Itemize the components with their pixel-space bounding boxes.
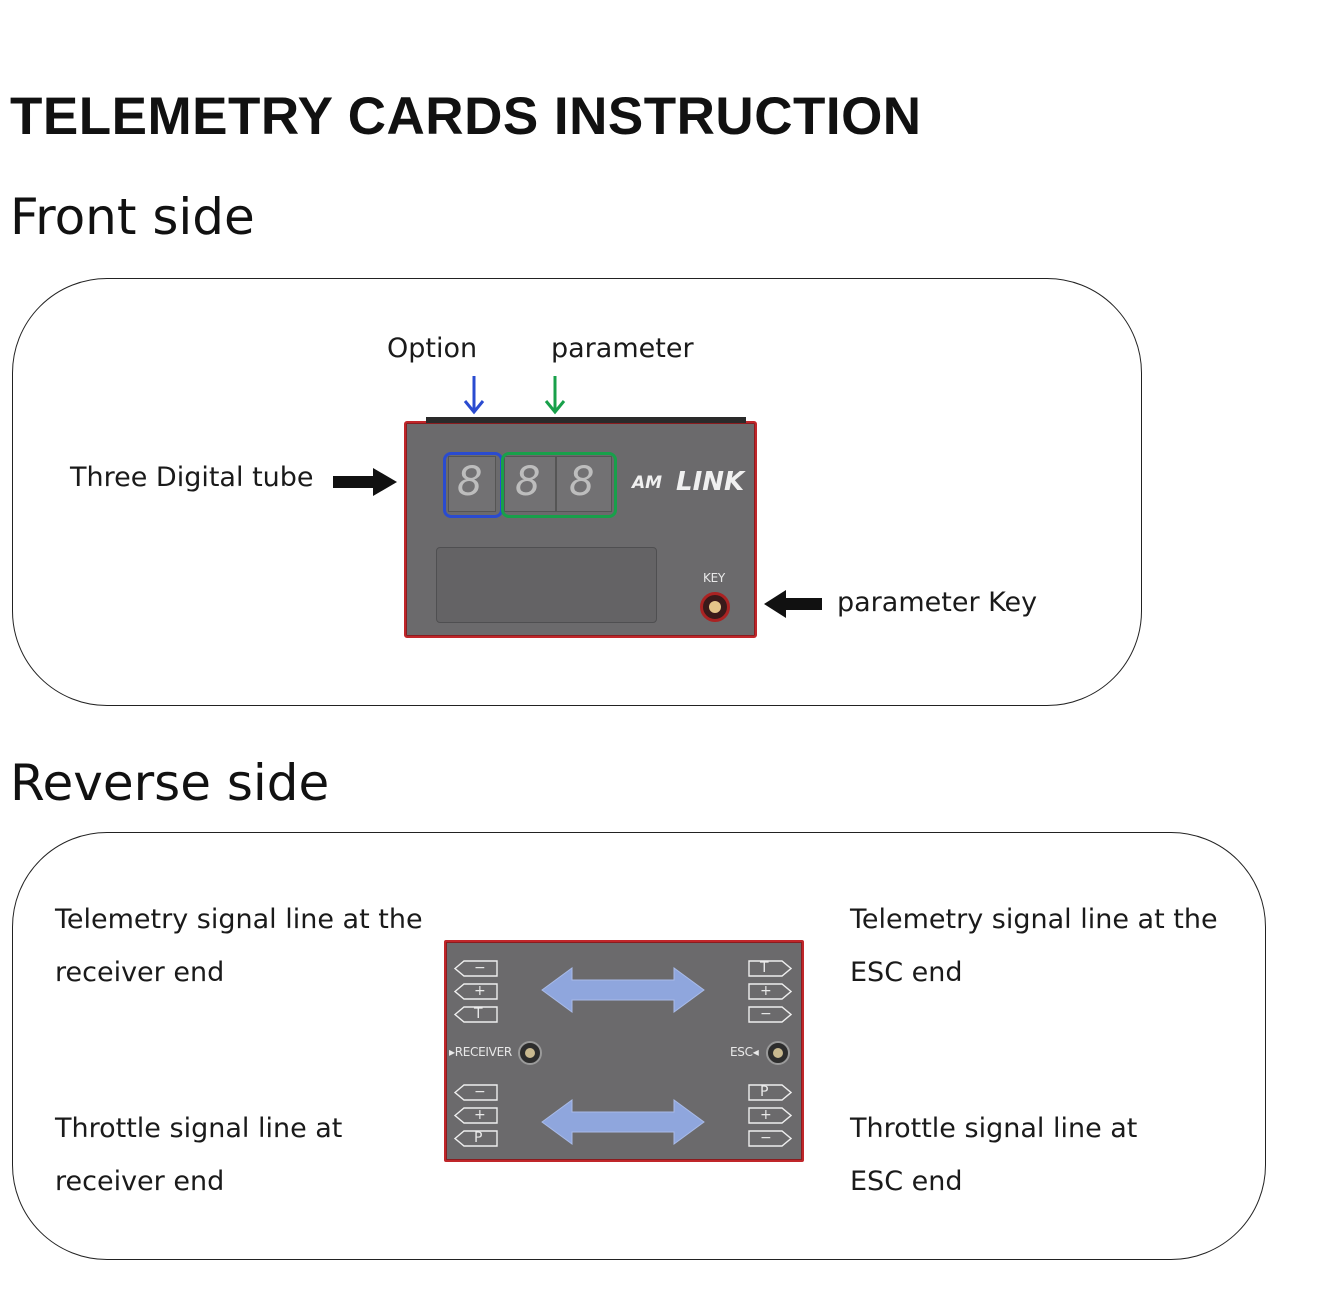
pin-telemetry[interactable]: T	[454, 1006, 498, 1023]
receiver-marker: ▸RECEIVER	[449, 1045, 512, 1059]
throttle-double-arrow-icon	[541, 1099, 705, 1145]
pin-positive[interactable]: +	[454, 983, 498, 1000]
key-text: KEY	[703, 571, 725, 585]
left-arrow-icon	[764, 590, 822, 618]
pins-right-bottom: P + −	[748, 1084, 792, 1147]
page-title: TELEMETRY CARDS INSTRUCTION	[10, 87, 922, 146]
front-side-heading: Front side	[10, 188, 255, 246]
pin-telemetry[interactable]: T	[748, 960, 792, 977]
three-digital-tube-label: Three Digital tube	[70, 462, 314, 493]
parameter-key-label: parameter Key	[837, 587, 1038, 618]
option-highlight-box	[443, 452, 503, 518]
parameter-label: parameter	[551, 333, 694, 364]
reverse-side-heading: Reverse side	[10, 754, 330, 812]
esc-marker: ESC◂	[730, 1045, 759, 1059]
pin-positive[interactable]: +	[748, 983, 792, 1000]
pin-negative[interactable]: −	[454, 960, 498, 977]
pin-positive[interactable]: +	[454, 1107, 498, 1124]
throttle-esc-label: Throttle signal line at ESC end	[850, 1113, 1138, 1197]
parameter-arrow-icon	[544, 376, 566, 415]
brand-logo: LINK	[676, 467, 745, 497]
parameter-key-button[interactable]	[700, 592, 730, 622]
option-label: Option	[387, 333, 478, 364]
telemetry-double-arrow-icon	[541, 967, 705, 1013]
telemetry-receiver-label: Telemetry signal line at the receiver en…	[55, 904, 423, 988]
brand-logo-prefix: AM	[632, 473, 663, 493]
pin-throttle[interactable]: P	[454, 1130, 498, 1147]
option-arrow-icon	[463, 376, 485, 415]
pin-negative[interactable]: −	[748, 1006, 792, 1023]
telemetry-card-front: 8 8 8 AM LINK KEY	[404, 417, 757, 638]
pins-right-top: T + −	[748, 960, 792, 1023]
digit-tube-2: 8	[504, 456, 556, 512]
digit-tube-3: 8	[556, 456, 612, 512]
pins-left-top: − + T	[454, 960, 498, 1023]
display-window	[436, 547, 657, 623]
telemetry-esc-label: Telemetry signal line at the ESC end	[850, 904, 1218, 988]
throttle-receiver-label: Throttle signal line at receiver end	[55, 1113, 343, 1197]
esc-screw	[766, 1041, 790, 1065]
pin-negative[interactable]: −	[454, 1084, 498, 1101]
pin-throttle[interactable]: P	[748, 1084, 792, 1101]
receiver-screw	[518, 1041, 542, 1065]
pin-negative[interactable]: −	[748, 1130, 792, 1147]
pin-positive[interactable]: +	[748, 1107, 792, 1124]
parameter-highlight-box	[501, 452, 617, 518]
pins-left-bottom: − + P	[454, 1084, 498, 1147]
telemetry-card-reverse: − + T T + − − +	[444, 940, 804, 1162]
right-arrow-icon	[333, 468, 397, 496]
digit-tube-1: 8	[448, 456, 496, 512]
